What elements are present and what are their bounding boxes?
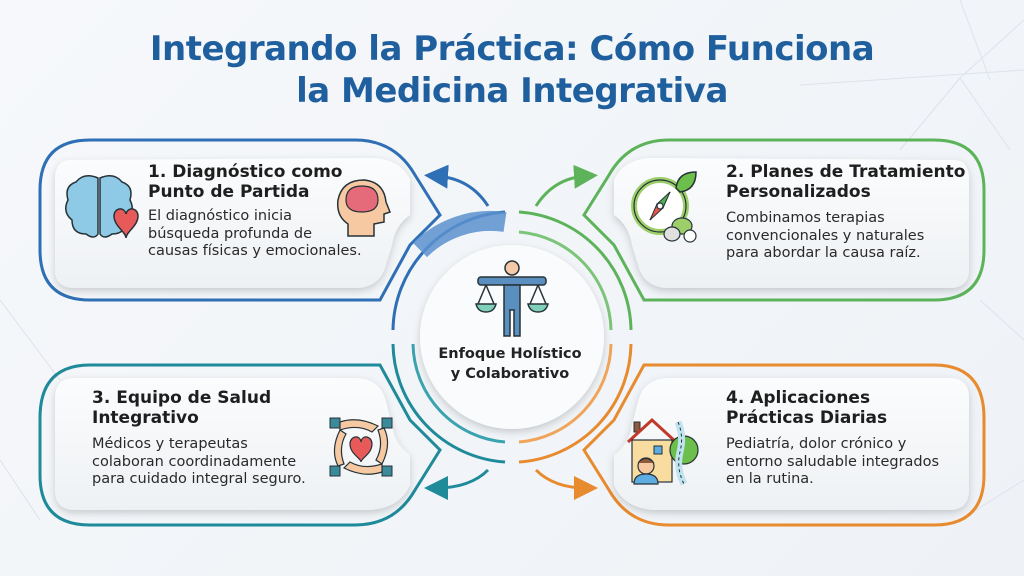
card-4-body-line-3: en la rutina.: [726, 471, 814, 487]
title-line-2: la Medicina Integrativa: [296, 71, 728, 111]
ring-segments: [391, 210, 633, 464]
balance-person-icon: [475, 260, 549, 337]
page-title: Integrando la Práctica: Cómo Funciona la…: [0, 28, 1024, 112]
card-3-title-line-2: Integrativo: [92, 408, 199, 428]
card-outline-4: [582, 363, 986, 527]
card-3-title: 3. Equipo de Salud Integrativo: [92, 388, 312, 428]
center-label-line-2: y Colaborativo: [450, 366, 570, 382]
compass-leaf-pills-icon: [631, 171, 697, 243]
card-4-body: Pediatría, dolor crónico y entorno salud…: [726, 436, 966, 489]
card-3-title-line-1: 3. Equipo de Salud: [92, 388, 272, 408]
card-3-body-line-3: para cuidado integral seguro.: [92, 471, 306, 487]
card-outline-2: [582, 138, 986, 302]
card-2-body: Combinamos terapias convencionales y nat…: [726, 210, 966, 263]
center-label: Enfoque Holístico y Colaborativo: [420, 344, 600, 384]
card-1-title-line-1: 1. Diagnóstico como: [148, 162, 343, 182]
card-outline-1: [38, 138, 442, 302]
house-child-spine-icon: [626, 417, 699, 486]
card-2-title: 2. Planes de Tratamiento Personalizados: [726, 162, 966, 202]
card-1-body-line-3: causas físicas y emocionales.: [148, 243, 362, 259]
title-line-1: Integrando la Práctica: Cómo Funciona: [149, 29, 875, 69]
hands-heart-icon: [329, 417, 393, 477]
card-1-body: El diagnóstico inicia búsqueda profunda …: [148, 208, 388, 261]
card-4-title-line-2: Prácticas Diarias: [726, 408, 888, 428]
card-2-title-line-1: 2. Planes de Tratamiento: [726, 162, 966, 182]
card-4-title-line-1: 4. Aplicaciones: [726, 388, 871, 408]
card-2-body-line-3: para abordar la causa raíz.: [726, 245, 921, 261]
card-2-body-line-2: convencionales y naturales: [726, 227, 925, 244]
card-1-body-line-2: búsqueda profunda de: [148, 225, 312, 242]
card-2-body-line-1: Combinamos terapias: [726, 210, 885, 226]
card-outline-3: [38, 363, 442, 527]
card-4-body-line-1: Pediatría, dolor crónico y: [726, 436, 907, 452]
center-label-line-1: Enfoque Holístico: [438, 346, 582, 362]
card-4-title: 4. Aplicaciones Prácticas Diarias: [726, 388, 946, 428]
card-3-body: Médicos y terapeutas colaboran coordinad…: [92, 436, 332, 489]
card-3-body-line-2: colaboran coordinadamente: [92, 453, 297, 470]
head-brain-icon: [336, 179, 391, 237]
center-circle: [420, 245, 604, 429]
card-1-title: 1. Diagnóstico como Punto de Partida: [148, 162, 348, 202]
card-4-body-line-2: entorno saludable integrados: [726, 453, 940, 470]
card-1-body-line-1: El diagnóstico inicia: [148, 208, 293, 224]
brain-heart-icon: [65, 175, 139, 239]
card-2-title-line-2: Personalizados: [726, 182, 871, 202]
card-1-title-line-2: Punto de Partida: [148, 182, 310, 202]
card-3-body-line-1: Médicos y terapeutas: [92, 436, 248, 452]
